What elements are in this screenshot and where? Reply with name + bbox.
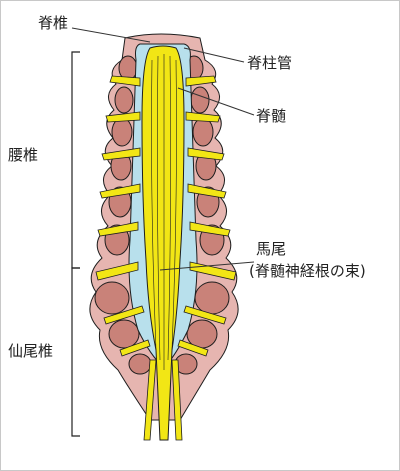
- nerve-root: [99, 183, 141, 199]
- nerve-root: [119, 339, 151, 357]
- nerve-root: [187, 183, 227, 199]
- sacral-mass: [94, 281, 130, 315]
- nerve-root: [95, 261, 139, 281]
- sacral-mass: [108, 319, 140, 349]
- label-sacrococcygeal: 仙尾椎: [8, 342, 54, 360]
- spinal-cord: [141, 45, 185, 441]
- vertebra-mass: [190, 86, 210, 114]
- label-cauda-equina: 馬尾: [256, 240, 287, 258]
- leader-spinal-cord: [177, 87, 255, 116]
- leader-lines: [71, 27, 255, 271]
- brackets: [71, 51, 80, 437]
- leader-vertebra: [71, 27, 151, 43]
- leader-spinal-canal: [183, 47, 245, 63]
- bracket-sacrococcygeal: [71, 267, 80, 437]
- label-lumbar: 腰椎: [8, 146, 39, 164]
- nerve-root: [97, 221, 139, 237]
- sacral-mass: [128, 353, 152, 375]
- nerve-root: [185, 111, 221, 123]
- nerve-root: [103, 305, 145, 325]
- label-vertebra: 脊椎: [38, 14, 69, 32]
- nerve-root: [187, 147, 225, 161]
- nerve-root: [109, 75, 141, 87]
- vertebra-mass: [192, 117, 214, 147]
- nerve-root: [185, 75, 217, 87]
- label-cauda-equina-note: (脊髄神経根の束): [249, 262, 366, 280]
- label-spinal-canal: 脊柱管: [247, 54, 293, 72]
- nerve-root: [101, 147, 141, 161]
- vertebra-mass: [111, 117, 133, 147]
- cord-fibers: [151, 54, 177, 370]
- cauda-tail: [143, 359, 183, 441]
- nerve-root: [183, 305, 227, 325]
- nerve-root: [189, 221, 231, 237]
- sacral-mass: [194, 281, 230, 315]
- vertebra-mass: [114, 86, 134, 114]
- bracket-lumbar: [71, 51, 80, 269]
- nerve-root: [177, 339, 209, 357]
- leader-cauda-equina: [159, 261, 255, 271]
- nerve-root: [105, 111, 141, 123]
- label-spinal-cord: 脊髄: [256, 107, 287, 125]
